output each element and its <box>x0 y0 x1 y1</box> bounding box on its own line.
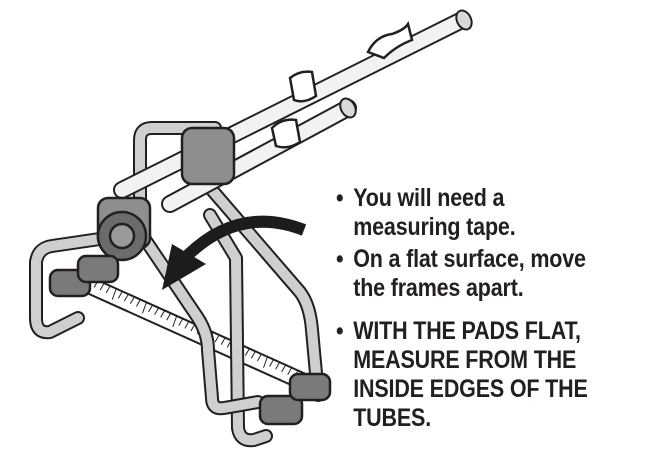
instruction-list: • You will need a measuring tape. • On a… <box>336 184 599 433</box>
instruction-item: • WITH THE PADS FLAT, MEASURE FROM THE I… <box>336 317 599 433</box>
instruction-text: On a flat surface, move the frames apart… <box>353 245 586 302</box>
curved-arrow-icon <box>162 215 307 290</box>
instruction-item: • On a flat surface, move the frames apa… <box>336 245 599 303</box>
bullet-marker: • <box>336 184 344 212</box>
frame-hubs <box>96 126 236 262</box>
bullet-marker: • <box>336 245 344 273</box>
carrier-arms <box>113 9 473 213</box>
bullet-marker: • <box>336 317 344 345</box>
foam-pads <box>48 254 332 426</box>
instruction-text: You will need a measuring tape. <box>353 184 516 241</box>
instruction-item: • You will need a measuring tape. <box>336 184 599 242</box>
front-frame <box>29 225 265 416</box>
instruction-text: WITH THE PADS FLAT, MEASURE FROM THE INS… <box>353 317 588 432</box>
rear-frame <box>133 121 325 448</box>
